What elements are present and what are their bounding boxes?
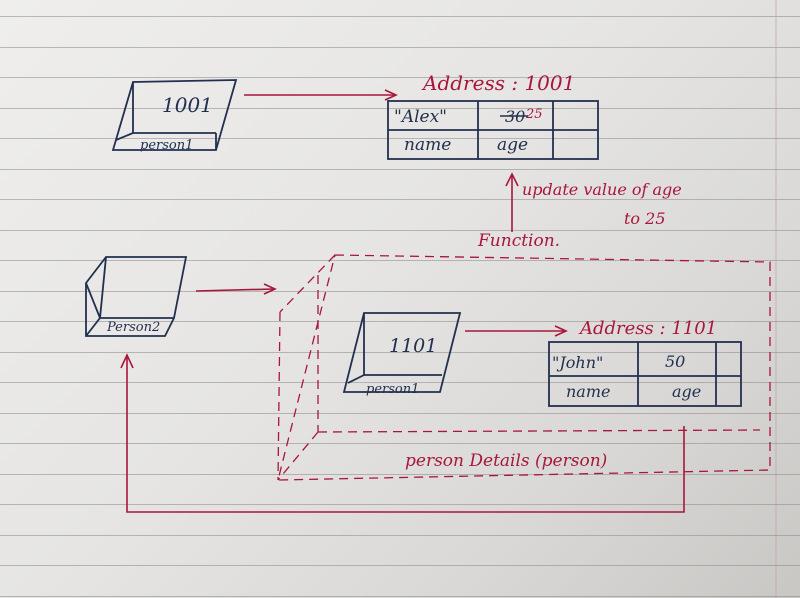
object-table-top — [387, 100, 599, 160]
ruled-line — [0, 443, 800, 444]
ruled-line — [0, 77, 800, 78]
person1-box-address: 1001 — [162, 93, 213, 117]
ruled-line — [0, 169, 800, 170]
ruled-line — [0, 260, 800, 261]
address-heading-top: Address : 1001 — [421, 71, 575, 95]
ruled-line — [0, 108, 800, 109]
ruled-line — [0, 321, 800, 322]
ruled-line — [0, 199, 800, 200]
value-name-bottom: "John" — [552, 353, 603, 372]
ruled-line — [0, 596, 800, 597]
function-call-label: person Details (person) — [405, 451, 607, 471]
person2-box-3d — [85, 256, 188, 337]
field-name-bottom: name — [566, 382, 610, 401]
value-age-bottom: 50 — [665, 352, 685, 371]
field-age-top: age — [497, 135, 528, 155]
reference-arrow-bottom — [465, 325, 568, 337]
update-note-line2: to 25 — [624, 209, 666, 228]
ruled-line — [0, 474, 800, 475]
person1-box-label: person1 — [140, 138, 193, 153]
field-name-top: name — [404, 135, 451, 155]
ruled-line — [0, 352, 800, 353]
ruled-line — [0, 413, 800, 414]
ruled-line — [0, 382, 800, 383]
reference-arrow-person2 — [195, 283, 277, 295]
value-name-top: "Alex" — [394, 107, 447, 127]
ruled-line — [0, 565, 800, 566]
ruled-line — [0, 138, 800, 139]
ruled-line — [0, 291, 800, 292]
ruled-line — [0, 230, 800, 231]
ruled-line — [0, 504, 800, 505]
inner-box-label: person1 — [366, 382, 419, 397]
field-age-bottom: age — [672, 382, 701, 401]
ruled-line — [0, 535, 800, 536]
return-arrow — [120, 353, 685, 513]
ruled-line — [0, 16, 800, 17]
inner-box-address: 1101 — [389, 335, 437, 357]
ruled-line — [0, 47, 800, 48]
function-scope-dashed — [277, 254, 771, 481]
reference-arrow-top — [244, 89, 398, 101]
value-age-new-top: 25 — [525, 107, 543, 122]
address-heading-bottom: Address : 1101 — [578, 318, 717, 339]
update-note-line1: update value of age — [522, 180, 682, 199]
function-label: Function. — [477, 231, 560, 251]
person1-box-3d — [111, 79, 238, 151]
object-table-bottom — [548, 341, 742, 407]
inner-person1-box-3d — [342, 312, 462, 393]
update-arrow — [505, 172, 519, 232]
person2-box-label: Person2 — [106, 320, 160, 335]
